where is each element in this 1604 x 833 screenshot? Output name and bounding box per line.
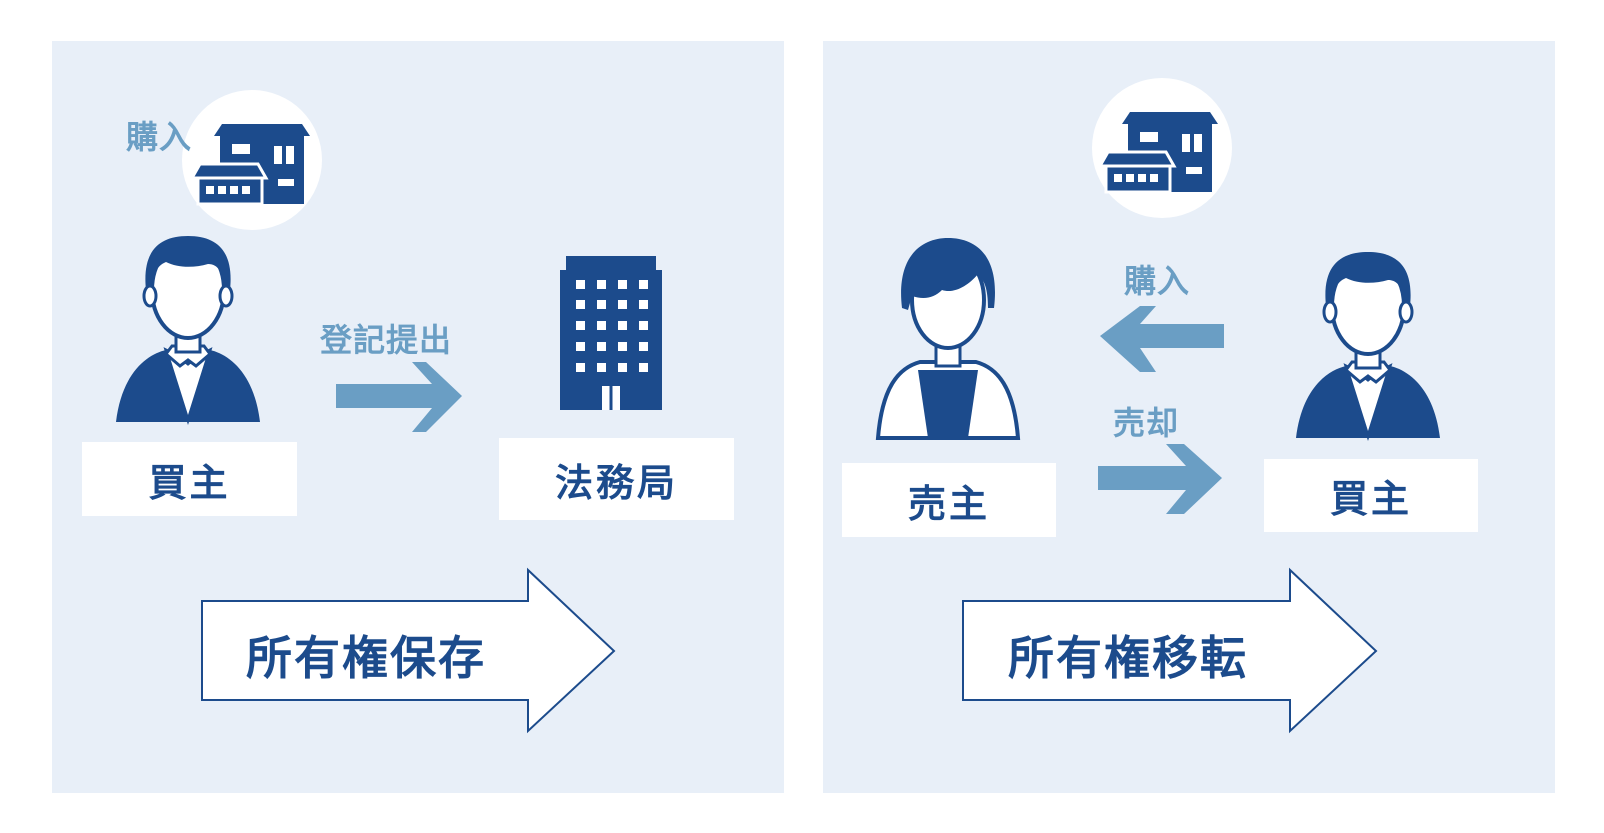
submit-registration-label: 登記提出 — [320, 321, 453, 359]
purchase-arrow — [1100, 306, 1224, 372]
businessman-icon-right — [1294, 250, 1442, 440]
purchase-label-right: 購入 — [1124, 262, 1191, 300]
office-building-icon — [558, 254, 664, 412]
seller-person-icon — [876, 236, 1020, 440]
ownership-preservation-arrow — [201, 567, 616, 734]
sale-label: 売却 — [1113, 404, 1180, 442]
submit-arrow — [336, 362, 462, 432]
buyer-label-box-right: 買主 — [1264, 459, 1478, 532]
ownership-transfer-label: 所有権移転 — [1008, 631, 1248, 685]
ownership-transfer-arrow — [962, 567, 1378, 734]
businessman-icon — [114, 234, 262, 424]
seller-label-box: 売主 — [842, 463, 1056, 537]
buyer-label-box: 買主 — [82, 442, 297, 516]
legal-affairs-bureau-label-box: 法務局 — [499, 438, 734, 520]
office-windows — [576, 280, 648, 372]
ownership-preservation-label: 所有権保存 — [246, 631, 486, 685]
purchase-label: 購入 — [126, 118, 193, 156]
sale-arrow — [1098, 444, 1222, 514]
